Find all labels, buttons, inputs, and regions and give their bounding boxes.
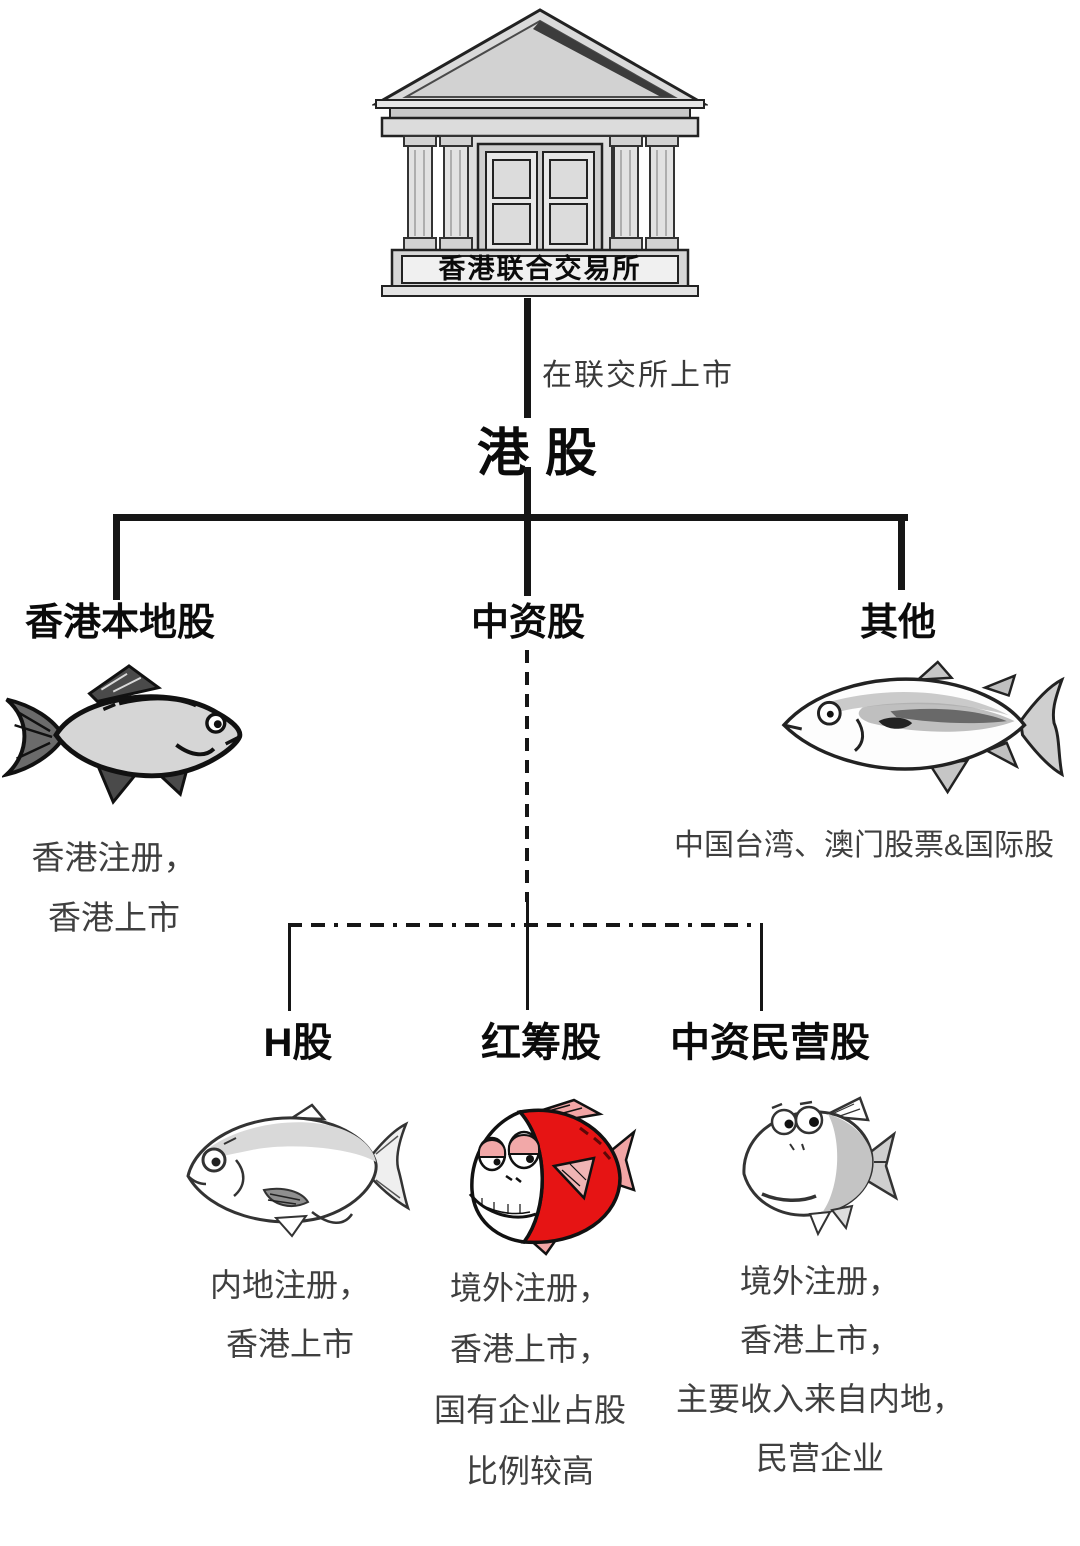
edge-chinese-dashed: [525, 650, 529, 902]
node-desc-local: 香港注册， 香港上市: [0, 828, 228, 948]
tier1-bar: [113, 514, 908, 521]
exchange-building-icon: [372, 8, 708, 297]
tuna-fish-icon: [781, 660, 1065, 795]
desc-line: 民营企业: [755, 1440, 884, 1476]
desc-line: 比例较高: [465, 1453, 594, 1489]
node-label-local: 香港本地股: [24, 602, 215, 644]
node-label-hshare: H股: [263, 1021, 333, 1065]
desc-line: 境外注册，: [739, 1263, 900, 1299]
desc-line: 香港上市: [225, 1326, 354, 1362]
exchange-building-sign: 香港联合交易所: [438, 254, 642, 284]
desc-line: 中国台湾、澳门股票&国际股: [673, 829, 1054, 862]
node-label-private: 中资民营股: [670, 1021, 870, 1065]
node-desc-redchip: 境外注册， 香港上市， 国有企业占股 比例较高: [398, 1258, 662, 1502]
sketch-fish-icon: [186, 1103, 411, 1238]
desc-line: 内地注册，: [209, 1267, 370, 1303]
grey-fish-icon: [2, 664, 243, 805]
tier2-drop-private: [760, 923, 763, 1011]
tier2-bar-dashed: [288, 923, 762, 927]
tier1-drop-chinese: [524, 514, 531, 596]
node-desc-hshare: 内地注册， 香港上市: [172, 1256, 408, 1374]
root-title: 港股: [476, 425, 613, 483]
edge-root-to-bar: [524, 467, 531, 517]
desc-line: 国有企业占股: [433, 1392, 626, 1428]
edge-label-listed: 在联交所上市: [542, 359, 734, 392]
tier1-drop-other: [898, 514, 905, 590]
tier2-drop-hshare: [288, 923, 291, 1011]
node-desc-private: 境外注册， 香港上市， 主要收入来自内地， 民营企业: [650, 1252, 990, 1488]
node-desc-other: 中国台湾、澳门股票&国际股: [652, 824, 1076, 868]
desc-line: 主要收入来自内地，: [675, 1381, 964, 1417]
desc-line: 境外注册，: [449, 1270, 610, 1306]
node-label-redchip: 红筹股: [481, 1021, 601, 1065]
node-label-other: 其他: [859, 602, 936, 644]
red-fish-icon: [468, 1098, 637, 1256]
tier2-drop-redchip: [526, 900, 529, 1010]
desc-line: 香港上市，: [739, 1322, 900, 1358]
cartoon-fish-icon: [742, 1096, 899, 1237]
node-label-chinese: 中资股: [470, 602, 585, 644]
edge-building-to-root: [524, 298, 531, 418]
desc-line: 香港上市: [48, 899, 180, 936]
desc-line: 香港上市，: [449, 1331, 610, 1367]
desc-line: 香港注册，: [31, 839, 197, 876]
tier1-drop-local: [113, 514, 120, 600]
